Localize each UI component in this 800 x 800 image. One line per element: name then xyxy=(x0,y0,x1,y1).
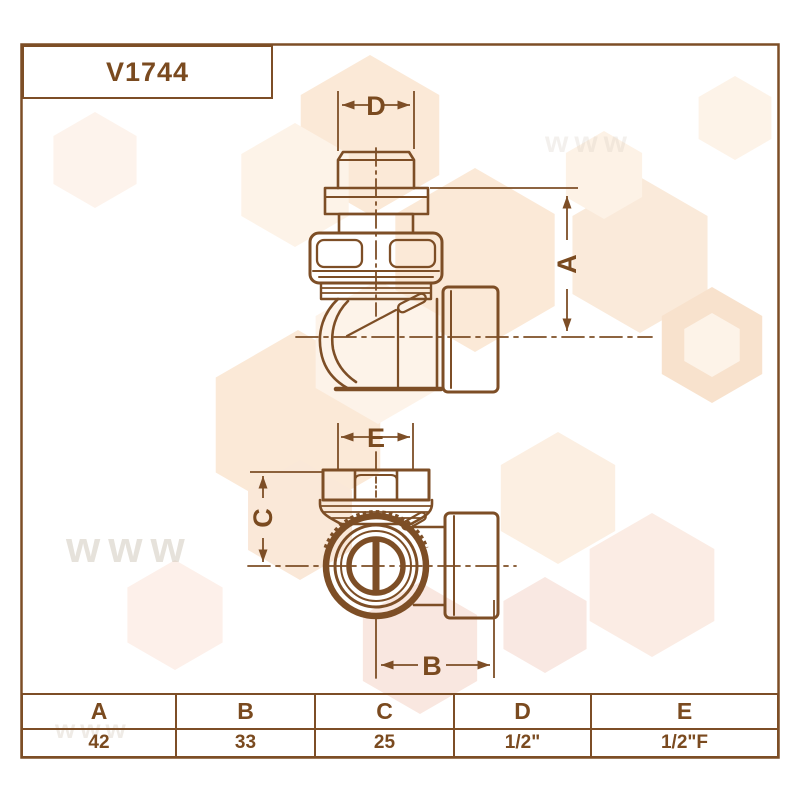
watermark-text: www xyxy=(65,523,193,572)
dimension-E: E xyxy=(337,423,414,470)
col-value-c: 25 xyxy=(314,730,453,756)
col-header-e: E xyxy=(590,695,777,728)
dimension-label-b: B xyxy=(422,651,442,681)
dimension-table: A B C D E 42 33 25 1/2" 1/2"F xyxy=(21,693,779,758)
dimension-label-c: C xyxy=(248,508,278,528)
watermark-text-2: www xyxy=(544,126,633,159)
col-value-e: 1/2"F xyxy=(590,730,777,756)
dimension-C: C xyxy=(248,471,322,562)
col-header-b: B xyxy=(175,695,314,728)
col-header-d: D xyxy=(453,695,590,728)
bottom-view-drawing xyxy=(247,451,517,679)
col-value-d: 1/2" xyxy=(453,730,590,756)
bleed-screw-nub xyxy=(396,292,428,314)
dimension-D: D xyxy=(337,91,415,151)
dimension-B: B xyxy=(381,600,495,681)
col-value-b: 33 xyxy=(175,730,314,756)
table-header-row: A B C D E xyxy=(23,695,777,730)
product-code-box: V1744 xyxy=(22,45,273,99)
col-header-a: A xyxy=(90,698,108,724)
side-view-drawing xyxy=(295,147,653,394)
dimension-A: A xyxy=(430,187,582,331)
col-value-a: 42 xyxy=(88,732,110,753)
product-code: V1744 xyxy=(105,56,190,87)
dimension-label-d: D xyxy=(366,91,386,121)
table-value-row: 42 33 25 1/2" 1/2"F xyxy=(23,730,777,756)
dimension-label-e: E xyxy=(367,423,385,453)
dimension-label-a: A xyxy=(552,254,582,274)
col-header-c: C xyxy=(314,695,453,728)
